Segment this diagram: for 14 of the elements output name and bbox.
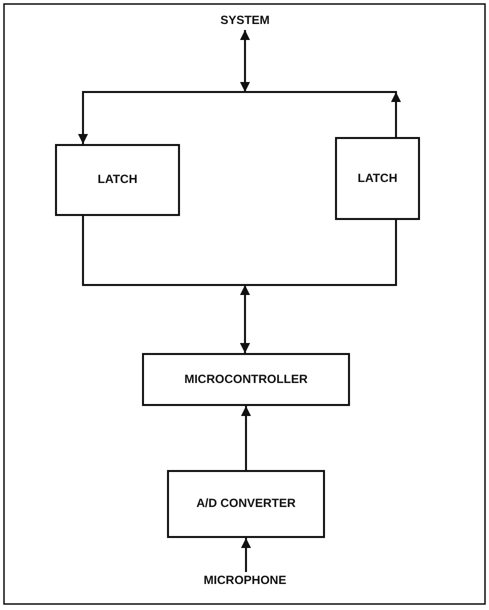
block-box [335,137,420,220]
block-label: A/D CONVERTER [195,497,297,511]
block-label: MICROCONTROLLER [183,372,309,386]
connector-arrow [241,406,251,470]
signal-label: MICROPHONE [204,574,286,588]
block-label: LATCH [356,172,398,186]
connector-arrow [240,220,397,353]
connector-arrow [240,30,397,137]
connector-arrow [241,538,251,572]
block-box [167,470,325,538]
block-box [55,144,180,216]
block-box [142,353,350,406]
signal-label: SYSTEM [220,14,270,28]
block-label: LATCH [96,173,138,187]
